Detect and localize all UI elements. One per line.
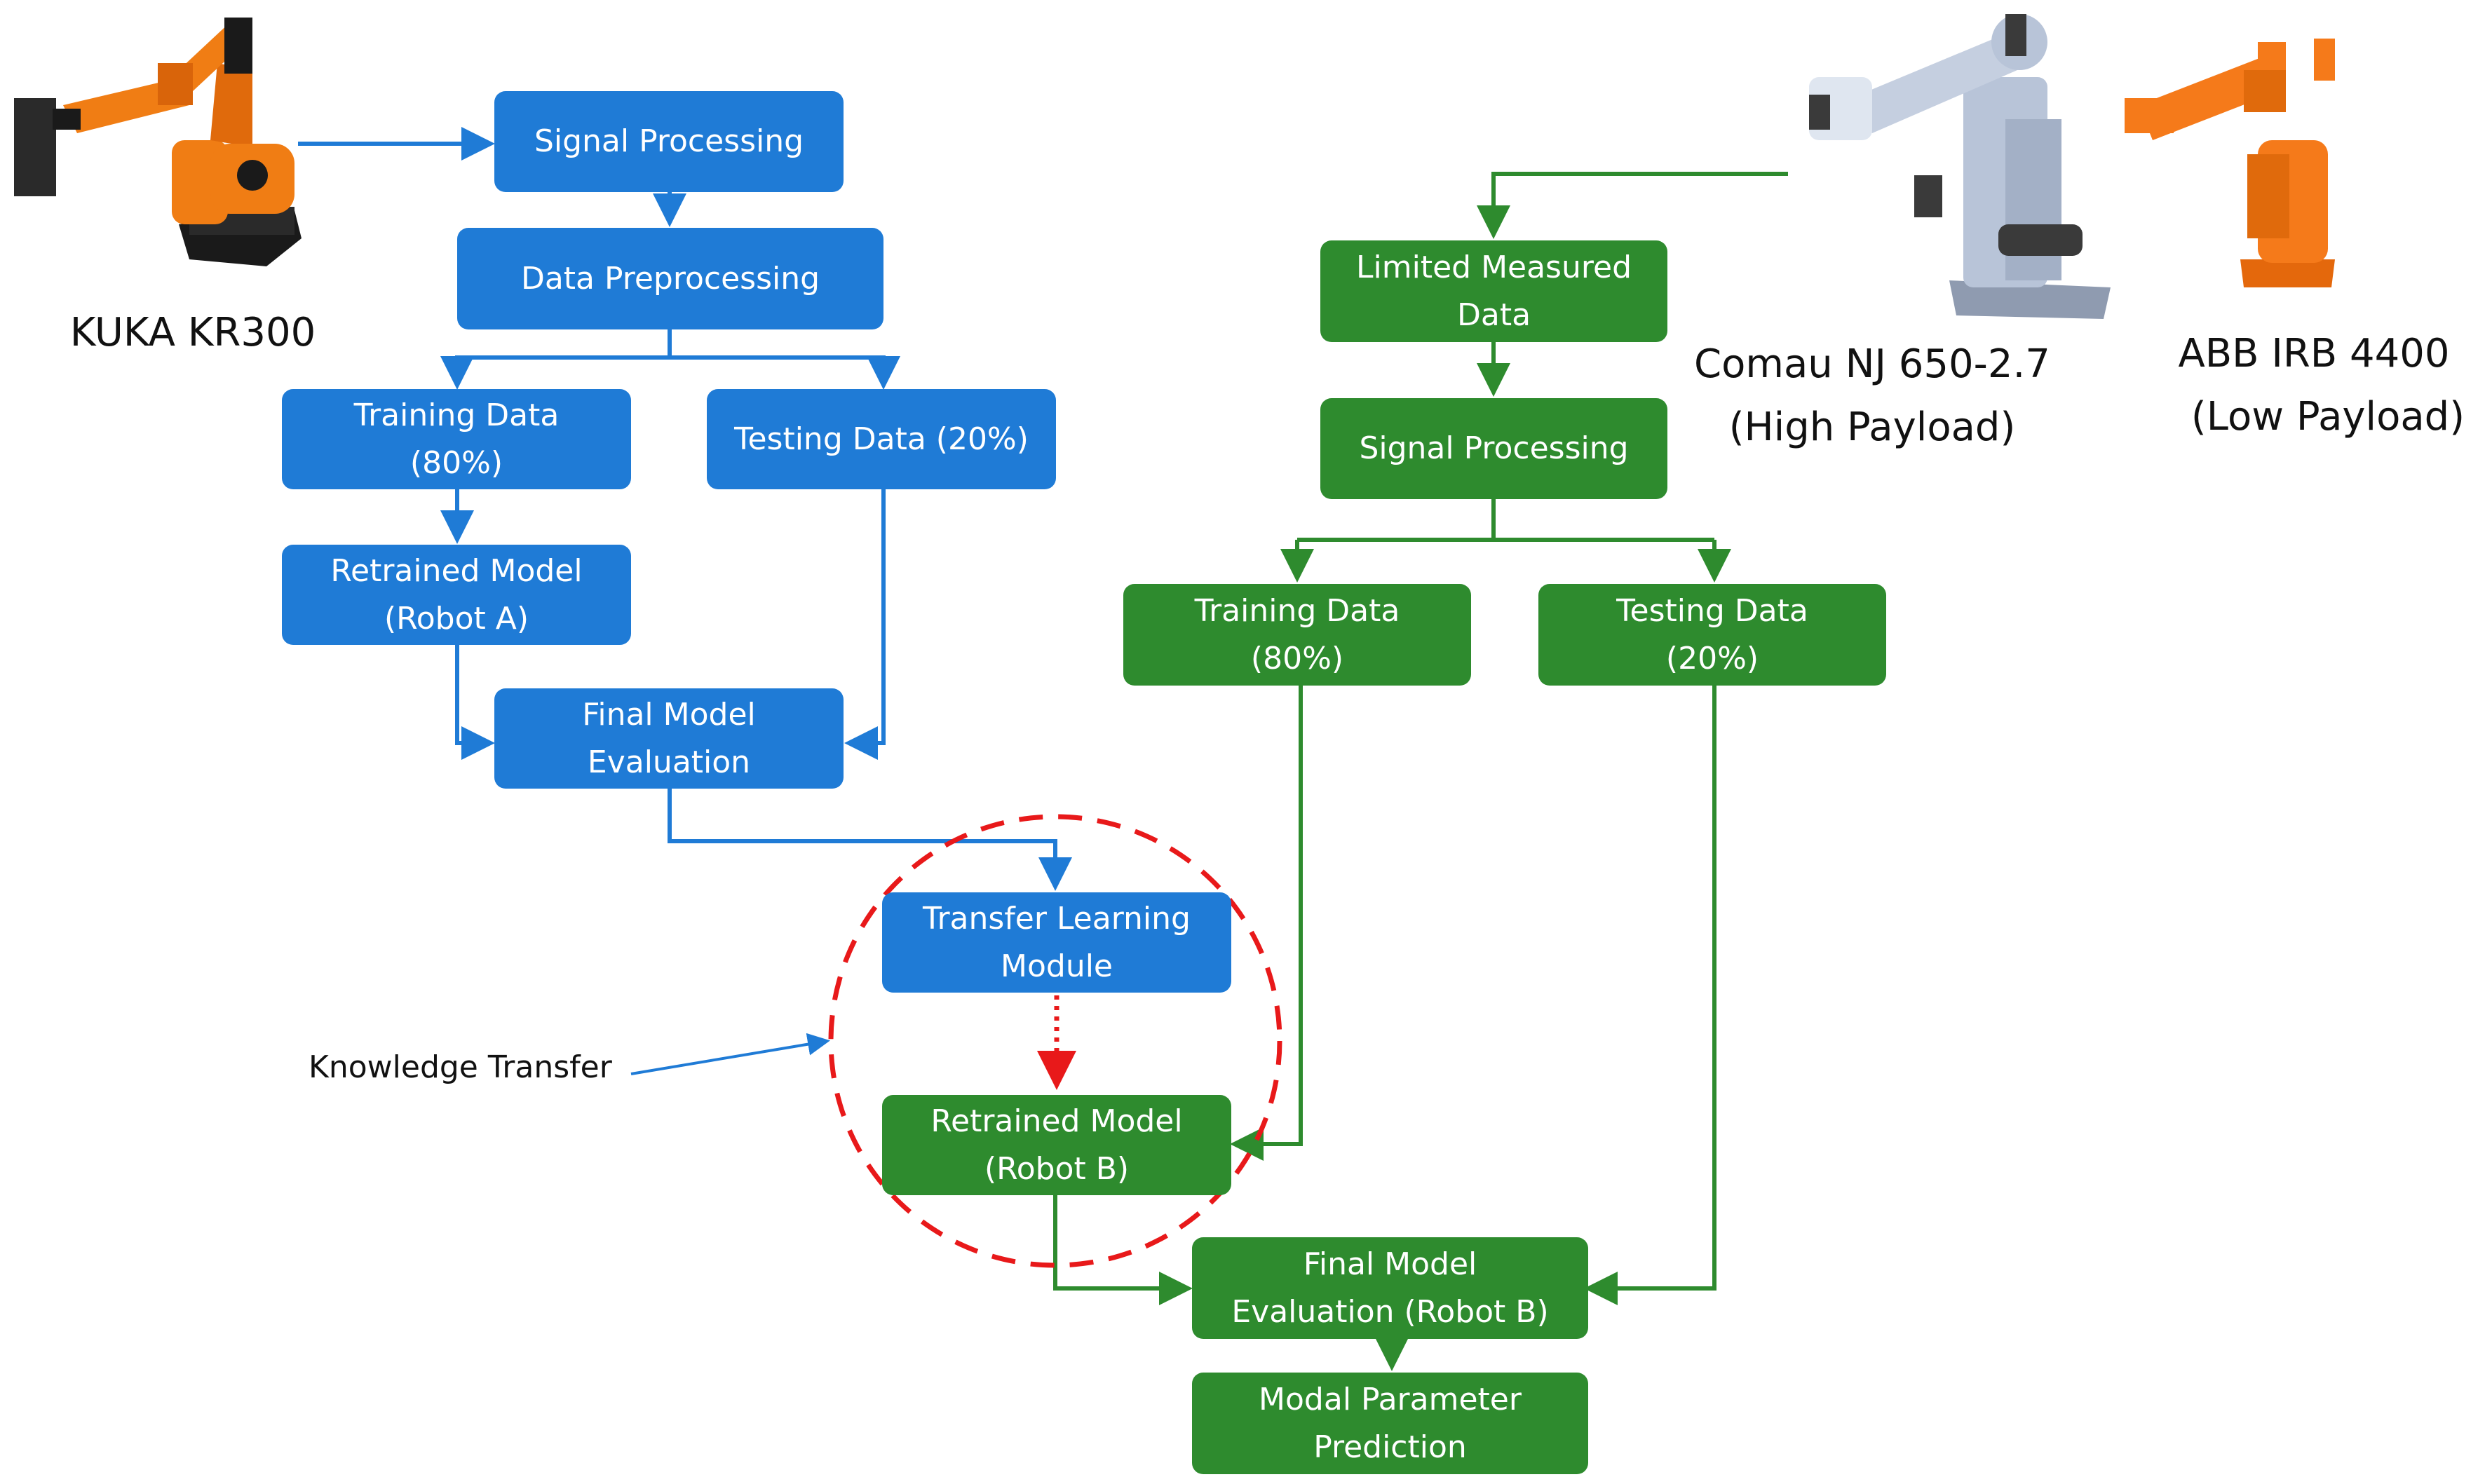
arrow-final-to-transfer [668,789,1072,891]
comau-robot-payload: (High Payload) [1728,404,2016,450]
target-final-model-evaluation-label: Final Model Evaluation (Robot B) [1231,1246,1549,1330]
transfer-learning-module-label: Transfer Learning Module [923,900,1191,984]
target-final-model-evaluation-box: Final Model Evaluation (Robot B) [1192,1237,1588,1339]
source-testing-data-label: Testing Data (20%) [734,421,1029,457]
arrow-testing-to-final [844,489,886,760]
source-signal-processing-box: Signal Processing [494,91,844,192]
arrow-retrained-to-final [455,645,495,760]
comau-robot-illustration [1809,14,2111,319]
kuka-robot-illustration [14,18,302,266]
modal-parameter-prediction-label: Modal Parameter Prediction [1259,1381,1522,1465]
arrow-comau-to-limited [1477,172,1788,239]
target-testing-data-box: Testing Data (20%) [1538,584,1886,686]
source-final-model-evaluation-box: Final Model Evaluation [494,688,844,789]
arrow-training-to-retrained-b [1230,686,1303,1161]
limited-measured-data-box: Limited Measured Data [1320,240,1667,342]
knowledge-transfer-annotation: Knowledge Transfer [309,1047,612,1089]
target-testing-data-label: Testing Data (20%) [1616,592,1808,676]
limited-measured-data-label: Limited Measured Data [1356,249,1632,333]
transfer-highlight-circle [828,814,1282,1268]
source-signal-processing-label: Signal Processing [534,123,804,159]
arrow-knowledge-transfer-pointer [630,1033,830,1075]
source-testing-data-box: Testing Data (20%) [707,389,1056,489]
target-retrained-model-box: Retrained Model (Robot B) [882,1095,1231,1195]
knowledge-transfer-label: Knowledge Transfer [309,1049,612,1085]
data-preprocessing-box: Data Preprocessing [457,228,883,329]
source-retrained-model-box: Retrained Model (Robot A) [282,545,631,645]
abb-robot-name: ABB IRB 4400 [2178,331,2450,376]
data-preprocessing-label: Data Preprocessing [520,260,820,297]
connector-preproc-split [455,329,886,384]
target-training-data-label: Training Data (80%) [1194,592,1400,676]
target-signal-processing-box: Signal Processing [1320,398,1667,499]
target-training-data-box: Training Data (80%) [1123,584,1471,686]
transfer-learning-module-box: Transfer Learning Module [882,892,1231,993]
abb-robot-label: ABB IRB 4400 (Low Payload) [2146,322,2482,449]
abb-robot-payload: (Low Payload) [2190,394,2465,440]
target-signal-processing-label: Signal Processing [1359,430,1629,466]
source-training-data-label: Training Data (80%) [353,397,560,481]
source-final-model-evaluation-label: Final Model Evaluation [582,696,756,780]
arrow-retrained-b-to-final [1053,1195,1193,1305]
kuka-robot-label: KUKA KR300 [69,310,316,355]
connector-signal-split [1297,499,1714,542]
abb-robot-illustration [2125,39,2335,287]
modal-parameter-prediction-box: Modal Parameter Prediction [1192,1373,1588,1474]
target-retrained-model-label: Retrained Model (Robot B) [930,1103,1183,1187]
source-retrained-model-label: Retrained Model (Robot A) [330,552,583,637]
comau-robot-label: Comau NJ 650-2.7 (High Payload) [1648,333,2097,459]
arrow-testing-to-final-b [1584,686,1716,1305]
comau-robot-name: Comau NJ 650-2.7 [1694,341,2050,387]
source-training-data-box: Training Data (80%) [282,389,631,489]
